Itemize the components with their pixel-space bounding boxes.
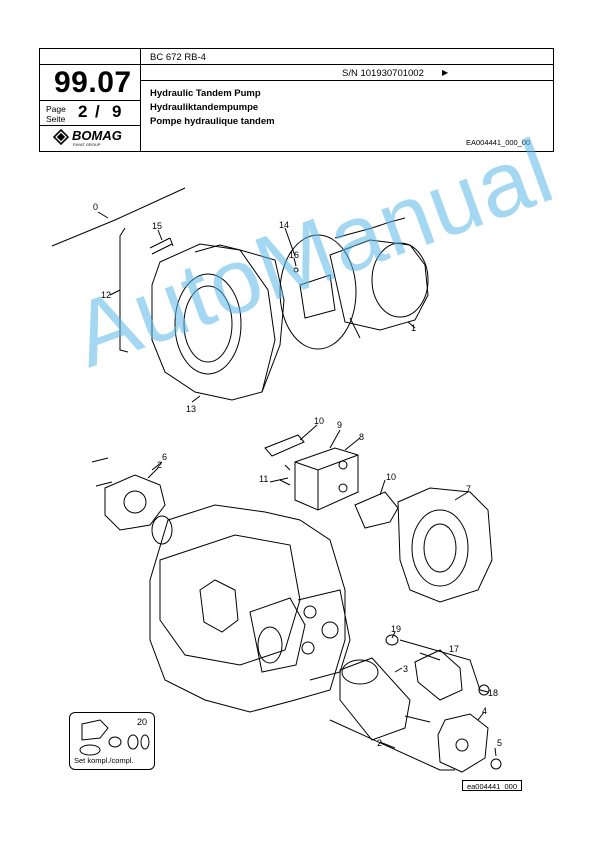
page-current: 2 [78, 102, 88, 121]
page-total: 9 [112, 102, 122, 121]
header-rule-left-3 [40, 125, 140, 126]
serial-number: S/N 101930701002 [342, 68, 424, 79]
header-rule-1 [140, 64, 553, 65]
callout-11: 11 [259, 474, 268, 484]
title-en: Hydraulic Tandem Pump [150, 88, 261, 99]
callout-2b: 2 [377, 738, 382, 748]
image-reference: ea004441_000 [462, 780, 522, 791]
brand-sub: FAYAT GROUP [73, 142, 101, 147]
header-rule-left-2 [40, 100, 140, 101]
callout-5: 5 [497, 738, 502, 748]
document-header: 99.07 Page Seite 2 / 9 BOMAG FAYAT GROUP… [39, 48, 554, 152]
callout-2: 2 [157, 460, 162, 470]
section-number: 99.07 [54, 66, 132, 99]
callout-10b: 10 [386, 472, 396, 482]
callout-14: 14 [279, 220, 289, 230]
callout-12: 12 [101, 290, 111, 300]
callout-0: 0 [93, 202, 98, 212]
callout-7: 7 [466, 484, 471, 494]
callout-6: 6 [162, 452, 167, 462]
seal-kit-label: Set kompl./compl. [74, 756, 134, 765]
next-arrow-icon[interactable]: ▶ [442, 68, 449, 77]
callout-4: 4 [482, 706, 487, 716]
header-rule-2 [140, 80, 553, 81]
page-separator: / [95, 102, 100, 121]
header-rule-left-1 [40, 64, 140, 65]
callout-17: 17 [449, 644, 459, 654]
callout-20: 20 [137, 717, 147, 727]
page-label-en: Page [46, 104, 66, 114]
seal-kit-box: Set kompl./compl. [69, 712, 155, 770]
doc-code: EA004441_000_00 [466, 138, 531, 147]
title-de: Hydrauliktandempumpe [150, 102, 259, 113]
callout-9: 9 [337, 420, 342, 430]
callout-1: 1 [411, 323, 416, 333]
callout-13: 13 [186, 404, 196, 414]
callout-3: 3 [403, 664, 408, 674]
callout-18: 18 [488, 688, 498, 698]
page-label-de: Seite [46, 114, 66, 124]
callout-10a: 10 [314, 416, 324, 426]
callout-15: 15 [152, 221, 162, 231]
bomag-logo: BOMAG FAYAT GROUP [52, 128, 132, 155]
model-name: BC 672 RB-4 [150, 52, 206, 63]
title-fr: Pompe hydraulique tandem [150, 116, 275, 127]
brand-name: BOMAG [72, 128, 122, 143]
callout-16: 16 [289, 250, 299, 260]
callout-19: 19 [391, 624, 401, 634]
callout-8: 8 [359, 432, 364, 442]
header-divider [140, 49, 141, 151]
